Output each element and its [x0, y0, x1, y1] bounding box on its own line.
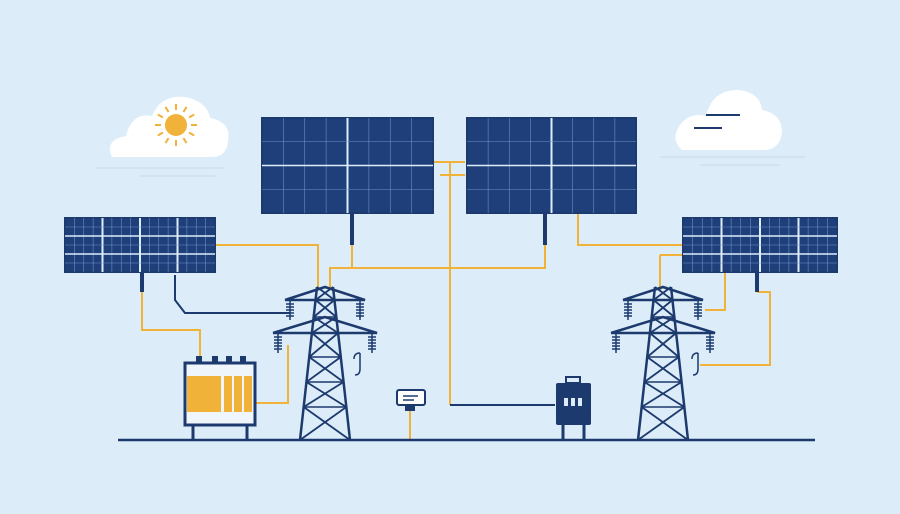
wire: [215, 244, 319, 290]
sun-ray: [157, 113, 164, 119]
solar-panel-icon: [261, 117, 434, 245]
sun-disc: [165, 114, 187, 136]
wire: [255, 345, 289, 404]
wire: [141, 292, 201, 362]
solar-panel-icon: [64, 217, 216, 292]
sun-ray: [188, 113, 195, 119]
hook: [353, 352, 361, 376]
sun-ray: [182, 137, 188, 144]
solar-panel-icon: [466, 117, 637, 245]
cloud-icon: [660, 90, 805, 166]
sun-ray: [164, 137, 170, 144]
inverter-icon: [556, 376, 591, 440]
wire: [330, 245, 546, 269]
hook: [691, 352, 699, 376]
wire: [577, 213, 683, 246]
sun-ray: [157, 131, 164, 137]
transmission-tower-icon: [272, 285, 378, 441]
battery-icon: [183, 356, 257, 440]
transmission-tower-icon: [610, 285, 716, 441]
solar-panel-icon: [682, 217, 838, 292]
power-wires: [141, 161, 771, 440]
sun-ray: [182, 106, 188, 113]
data-wires: [174, 275, 555, 406]
sun-ray: [188, 131, 195, 137]
wire: [705, 272, 726, 311]
sun-icon: [155, 104, 197, 146]
sun-ray: [164, 106, 170, 113]
wire: [700, 291, 771, 366]
meter-icon: [396, 389, 426, 411]
